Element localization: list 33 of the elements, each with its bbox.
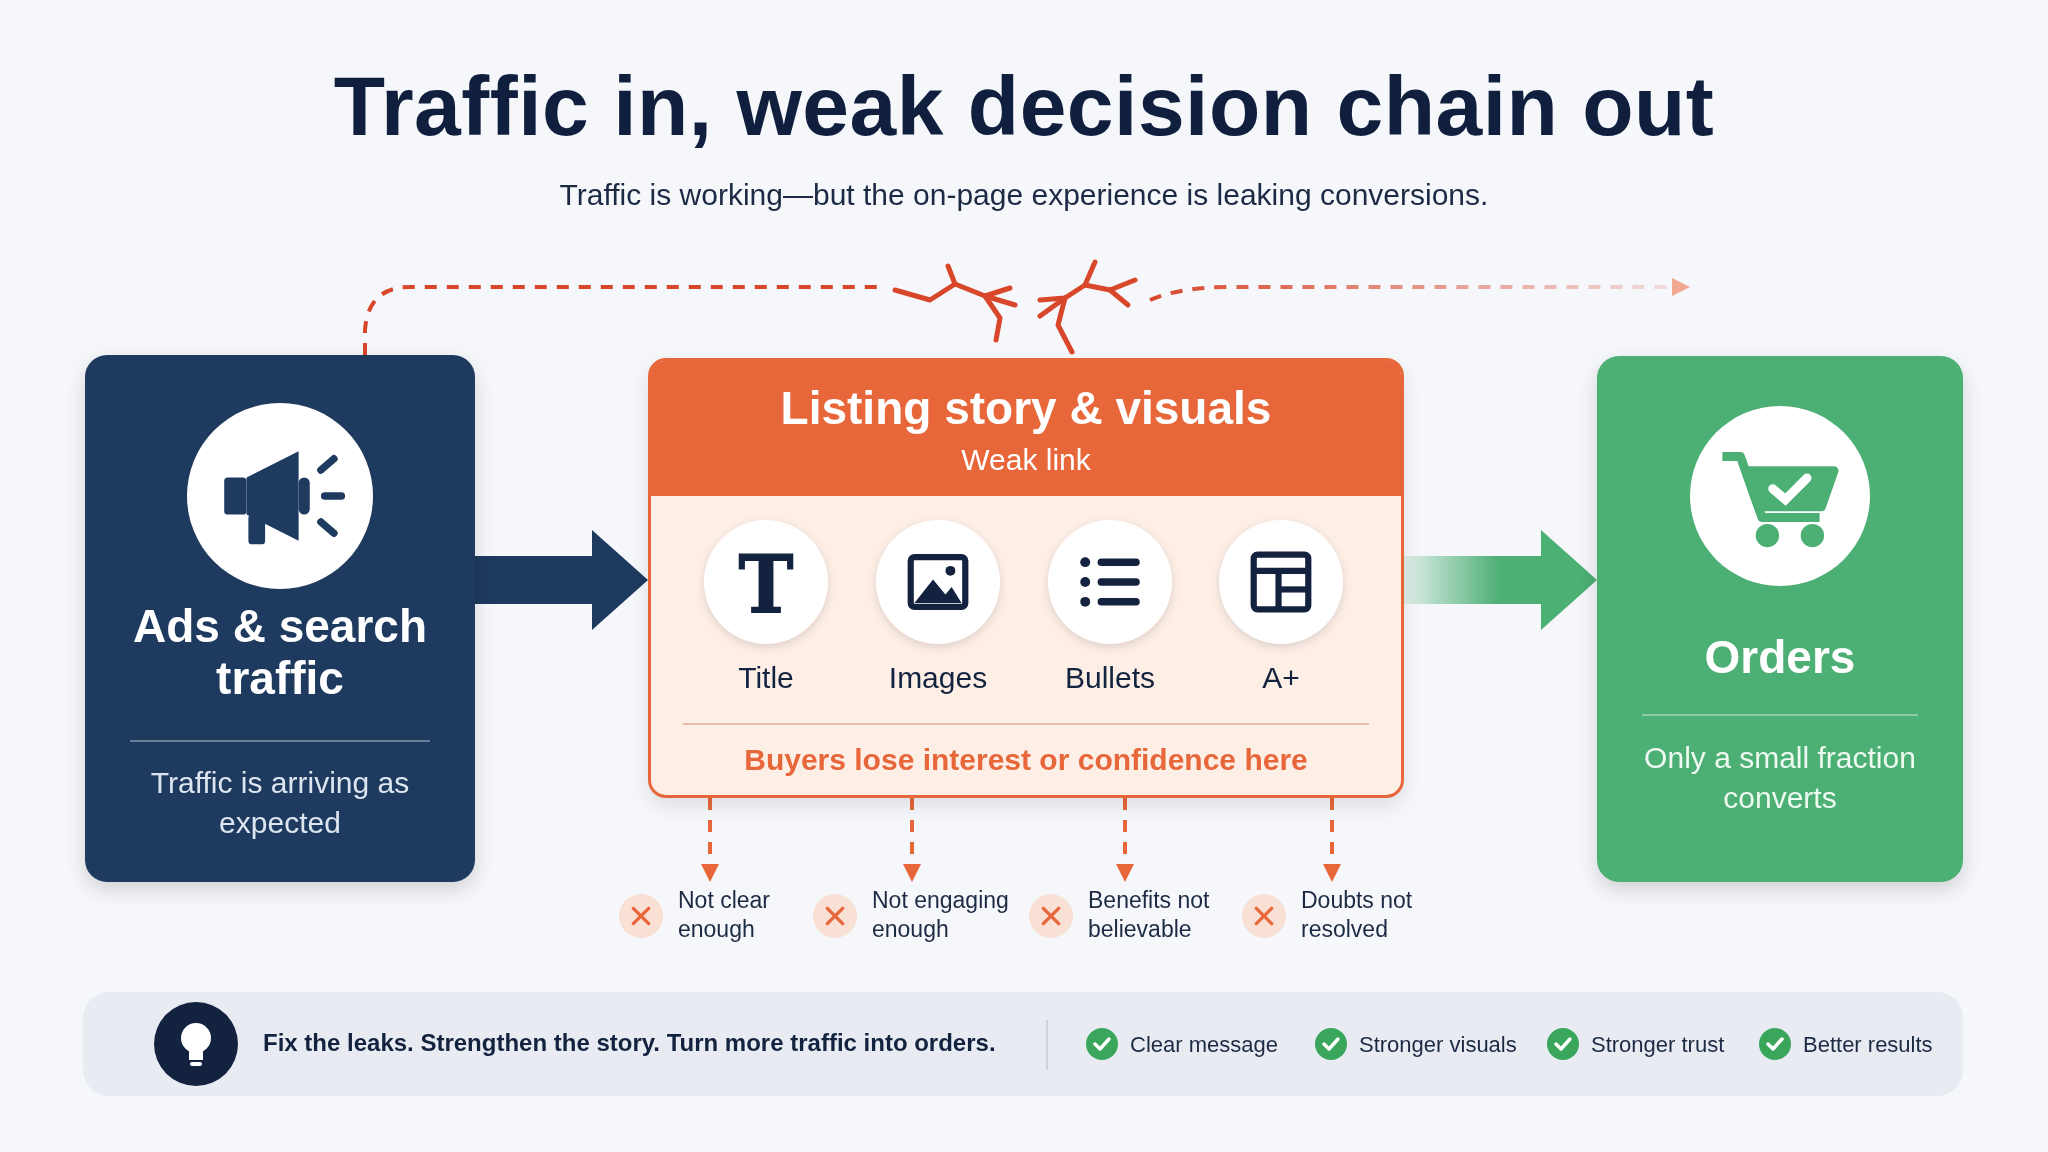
arrow (475, 530, 648, 630)
feature-label: Title (737, 661, 795, 695)
title: Traffic in, weak decision chain out (332, 58, 1716, 155)
card-description: Only a small fraction converts (1643, 740, 1917, 816)
problem-text: Not engaging enough (872, 886, 1010, 944)
feature-label: Bullets (1063, 661, 1156, 695)
arrow (1404, 530, 1597, 630)
panel-heading: Listing story & visuals (779, 381, 1273, 435)
panel-subheading: Weak link (960, 443, 1092, 477)
arrow (903, 798, 921, 882)
feature-label: A+ (1261, 661, 1301, 695)
tip-banner (83, 992, 1963, 1096)
problem-text: Benefits not believable (1088, 886, 1211, 944)
arrow (1323, 798, 1341, 882)
feature-label: Images (887, 661, 989, 695)
arrow (1116, 798, 1134, 882)
card-heading: Ads & search traffic (132, 600, 428, 704)
result-card (1597, 356, 1963, 882)
subtitle: Traffic is working—but the on-page experience is leaking conversions. (558, 178, 1490, 212)
benefit-text: Better results (1803, 1032, 1933, 1058)
card-heading: Orders (1703, 631, 1857, 683)
problem-text: Not clear enough (678, 886, 772, 944)
warning-text: Buyers lose interest or confidence here (743, 743, 1309, 777)
problem-text: Doubts not resolved (1301, 886, 1414, 944)
benefit-text: Clear message (1130, 1032, 1278, 1058)
benefit-text: Stronger visuals (1359, 1032, 1517, 1058)
card-description: Traffic is arriving as expected (149, 765, 411, 841)
arrow (701, 798, 719, 882)
benefit-text: Stronger trust (1591, 1032, 1725, 1058)
listing-panel (648, 358, 1404, 798)
tip-text: Fix the leaks. Strengthen the story. Turn more traffic into orders. (263, 1029, 996, 1057)
arrow (363, 278, 1690, 357)
source-card (85, 355, 475, 882)
